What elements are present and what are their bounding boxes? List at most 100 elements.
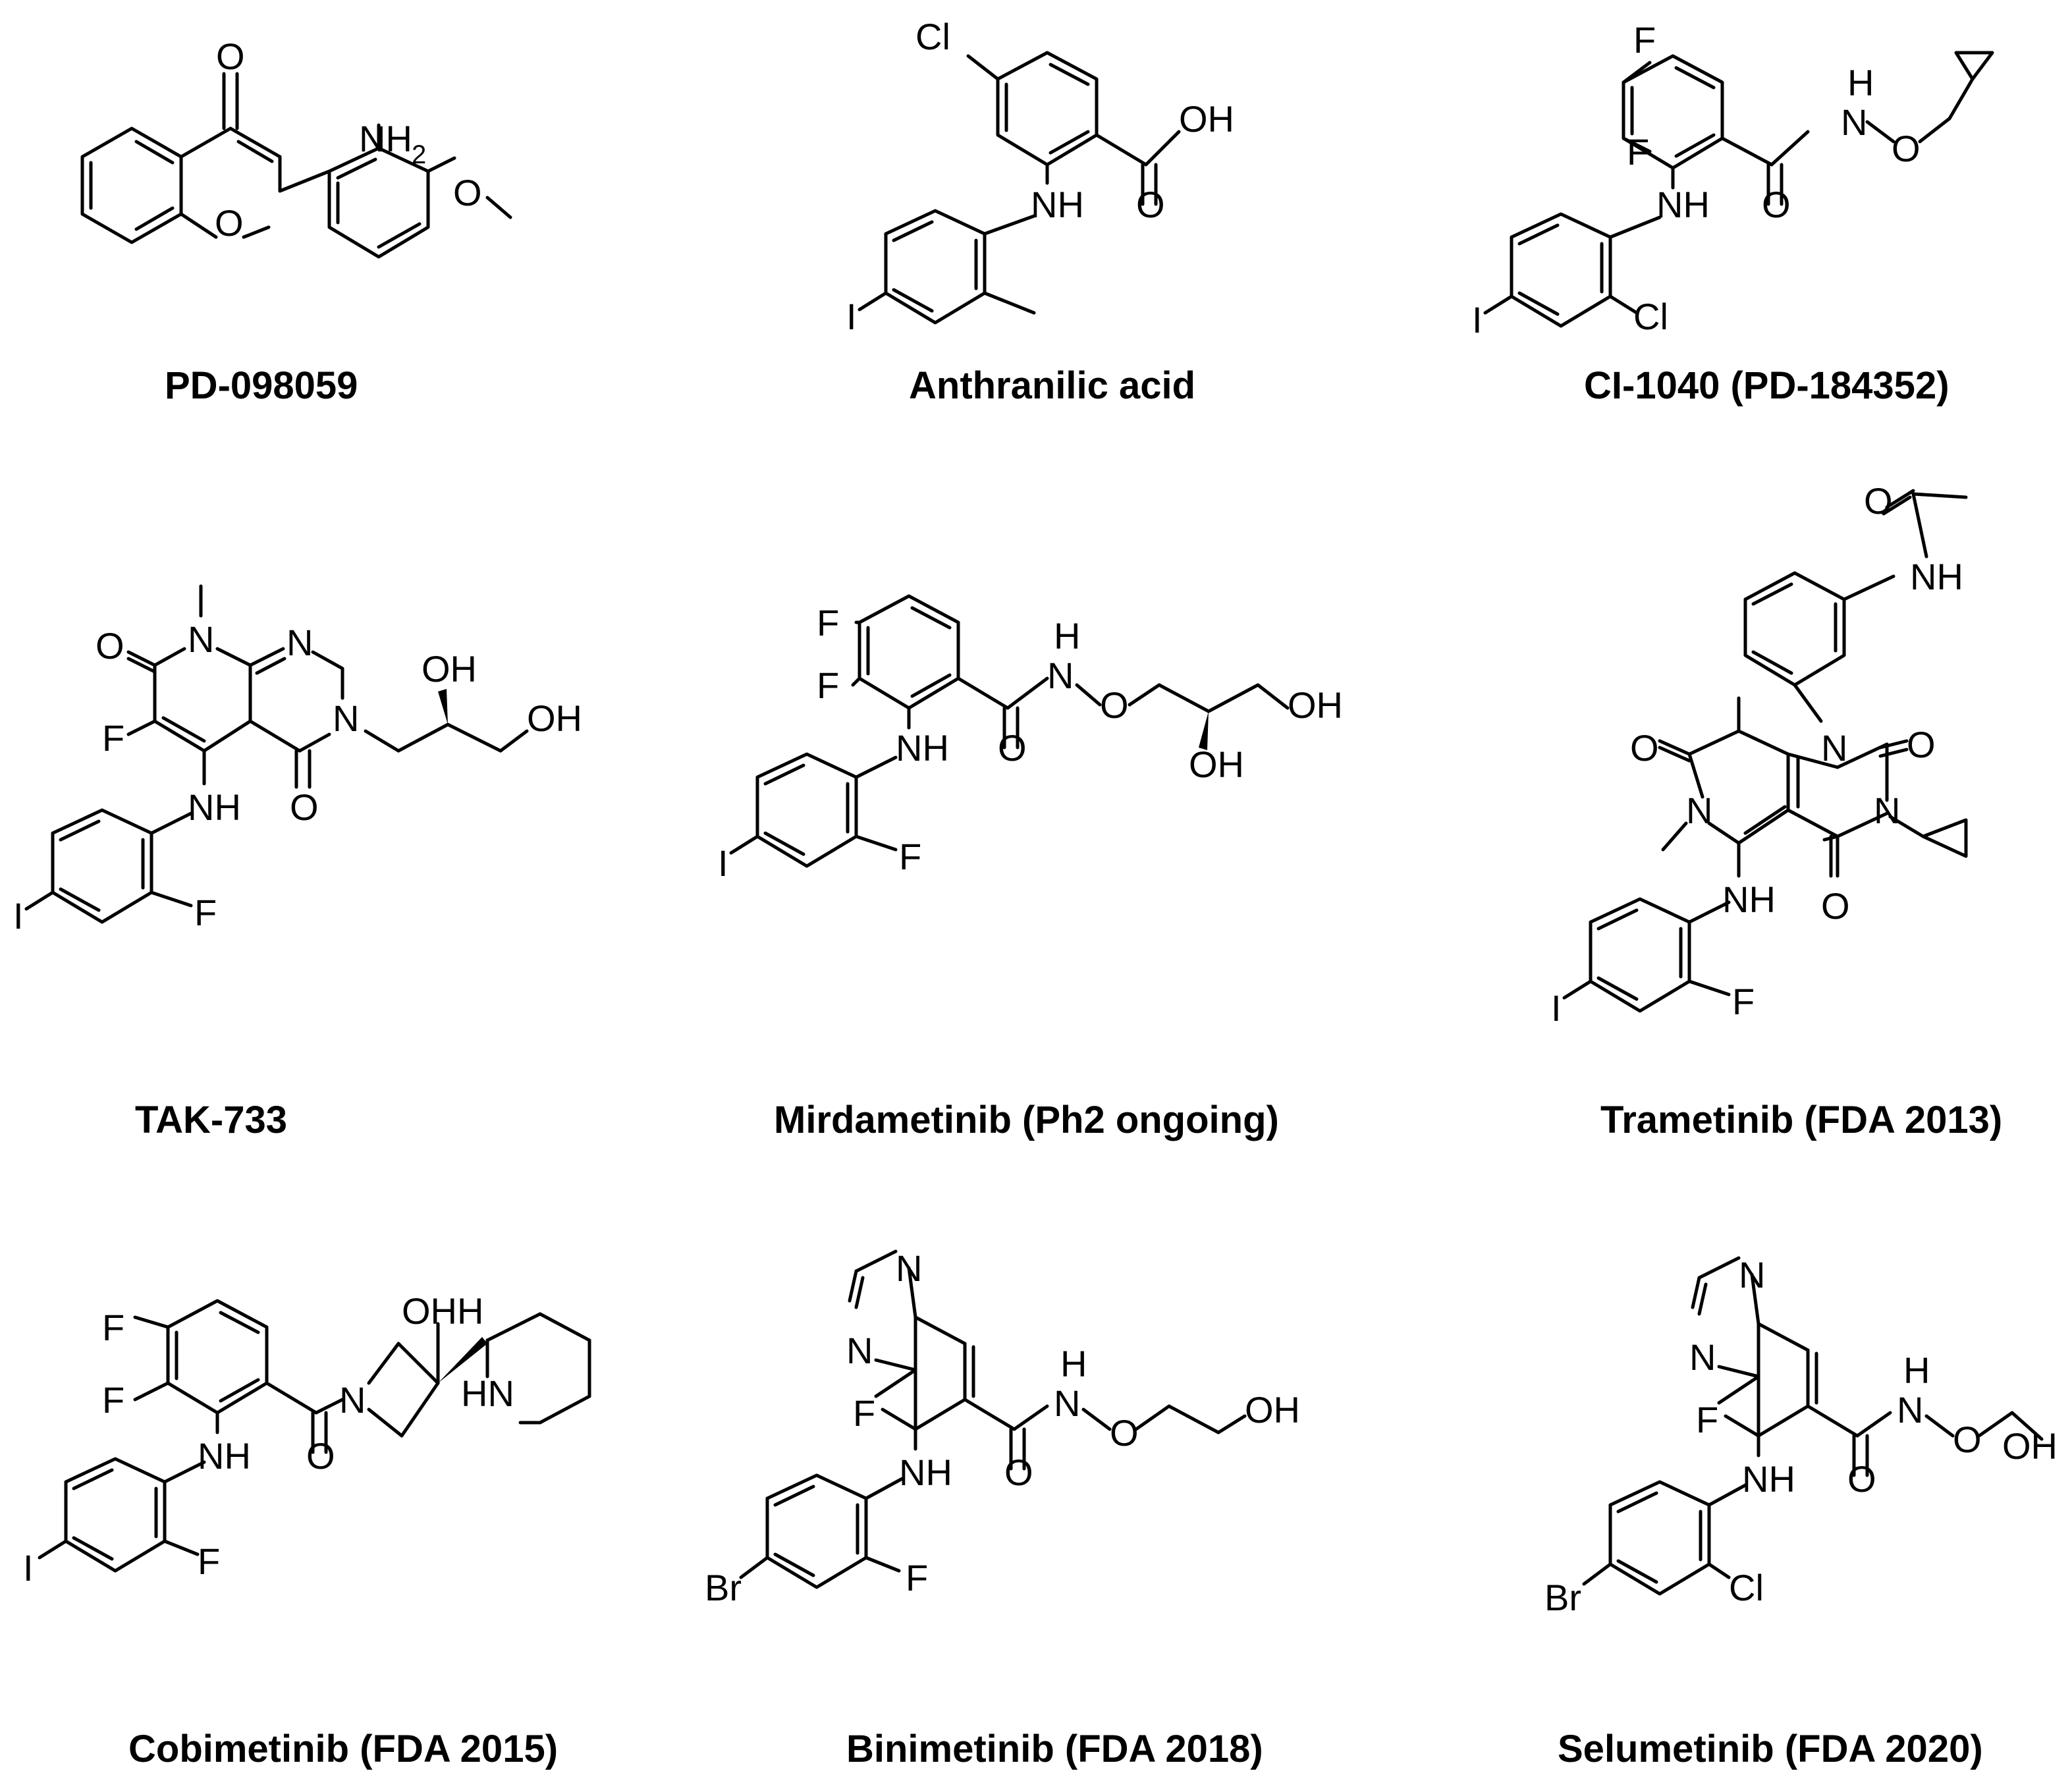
atom-f: F [906,1557,928,1598]
atom-h: H [1903,1350,1930,1391]
atom-f: F [1696,1399,1718,1440]
atom-n: N [1047,655,1074,696]
atom-f: F [817,602,839,643]
atom-o: O [1136,184,1165,225]
atom-f: F [1633,19,1656,61]
atom-o: O [1907,724,1936,765]
atom-oh: OH [1179,98,1234,140]
caption-cobimetinib: Cobimetinib (FDA 2015) [128,1728,558,1770]
atom-f: F [198,1541,220,1582]
atom-o: O [306,1435,335,1477]
caption-trametinib: Trametinib (FDA 2013) [1600,1099,2002,1141]
caption-binimetinib: Binimetinib (FDA 2018) [846,1728,1263,1770]
atom-nh: NH [896,727,949,769]
atom-o: O [998,727,1027,769]
atom-i: I [718,842,728,884]
atom-n: N [333,697,359,739]
atom-o: O [1100,684,1129,726]
structure-binimetinib: N N F H N O OH O NH Br F Binimetinib (FD… [705,1247,1300,1770]
atom-f: F [817,665,839,706]
atom-n: N [188,618,214,660]
structure-anthranilic-acid: Cl OH O NH I Anthranilic acid [846,16,1234,407]
atom-nh: NH [1742,1458,1795,1500]
atom-o: O [1847,1458,1876,1500]
atom-nh: NH [1722,879,1776,920]
atom-i: I [13,895,24,937]
atom-nh: NH [188,786,241,828]
atom-f: F [1627,131,1649,173]
structure-tak-733: O N N N OH OH F O NH I F TAK-733 [13,584,582,1141]
atom-ohh: OHH [402,1290,483,1332]
atom-o: O [216,36,245,77]
atom-h: H [1054,615,1080,657]
atom-hn: HN [461,1373,514,1414]
atom-n: N [1874,790,1900,831]
atom-br: Br [705,1567,742,1608]
atom-cl: Cl [1729,1567,1764,1608]
atom-oh: OH [1245,1389,1300,1431]
caption-ci-1040: CI-1040 (PD-184352) [1584,364,1949,407]
atom-oh: OH [422,648,477,690]
atom-n: N [1689,1336,1716,1378]
atom-i: I [23,1547,34,1589]
atom-f: F [102,717,124,759]
atom-i: I [846,296,857,337]
atom-f: F [194,892,217,933]
atom-oh: OH [1288,684,1343,726]
structure-ci-1040: F F H N O O NH I Cl CI-1040 (PD-184352) [1472,19,1994,407]
caption-selumetinib: Selumetinib (FDA 2020) [1558,1728,1983,1770]
structure-selumetinib: N N F H N O OH O NH Br Cl Selumetinib (F… [1544,1254,2058,1770]
atom-f: F [102,1379,124,1421]
atom-o: O [1762,184,1791,225]
atom-f: F [1732,981,1755,1022]
atom-o: O [1630,727,1659,769]
atom-n: N [1821,727,1847,769]
atom-o: O [453,172,482,213]
structure-pd-098059: O O NH 2 O PD-098059 [80,36,512,407]
atom-h: H [1847,62,1874,103]
atom-o: O [1110,1412,1139,1454]
atom-o: O [1892,128,1921,169]
caption-mirdametinib: Mirdametinib (Ph2 ongoing) [774,1099,1279,1141]
caption-anthranilic-acid: Anthranilic acid [909,364,1195,407]
atom-o: O [1953,1419,1982,1460]
atom-n: N [1841,101,1867,143]
atom-o: O [1864,480,1893,522]
atom-cl: Cl [915,16,950,57]
atom-n: N [286,622,313,663]
atom-o: O [215,202,244,244]
atom-oh: OH [1189,744,1244,785]
atom-n: N [1054,1382,1080,1424]
caption-pd-098059: PD-098059 [165,364,358,407]
caption-tak-733: TAK-733 [135,1099,287,1141]
structure-trametinib: O NH N O O N N O NH I F Trametinib (FDA … [1551,480,2002,1141]
atom-nh: NH [198,1435,251,1477]
atom-nh: NH [1031,184,1084,225]
atom-nh: NH [1910,556,1963,597]
atom-n: N [846,1330,873,1371]
atom-n: N [1739,1254,1765,1296]
atom-oh: OH [527,697,582,739]
atom-nh2: NH [359,118,412,159]
atom-nh: NH [899,1452,952,1493]
atom-o: O [1004,1452,1033,1493]
atom-nh: NH [1656,184,1710,225]
atom-n: N [339,1379,366,1421]
atom-o: O [1821,885,1850,927]
atom-h: H [1060,1343,1087,1384]
atom-n: N [1686,790,1712,831]
atom-n: N [896,1247,922,1289]
structure-cobimetinib: F F OHH N HN O NH I F Cobimetinib (FDA 2… [23,1290,591,1770]
atom-n: N [1897,1389,1923,1431]
atom-cl: Cl [1633,296,1668,337]
atom-oh: OH [2002,1425,2058,1467]
atom-o: O [95,625,124,667]
atom-i: I [1472,299,1483,341]
atom-br: Br [1544,1577,1581,1618]
structure-mirdametinib: F F H N O OH OH O NH I F Mirdametinib (P… [718,594,1343,1141]
subscript-2: 2 [412,140,426,169]
atom-o: O [290,786,319,828]
atom-f: F [853,1392,875,1434]
atom-f: F [899,836,921,877]
